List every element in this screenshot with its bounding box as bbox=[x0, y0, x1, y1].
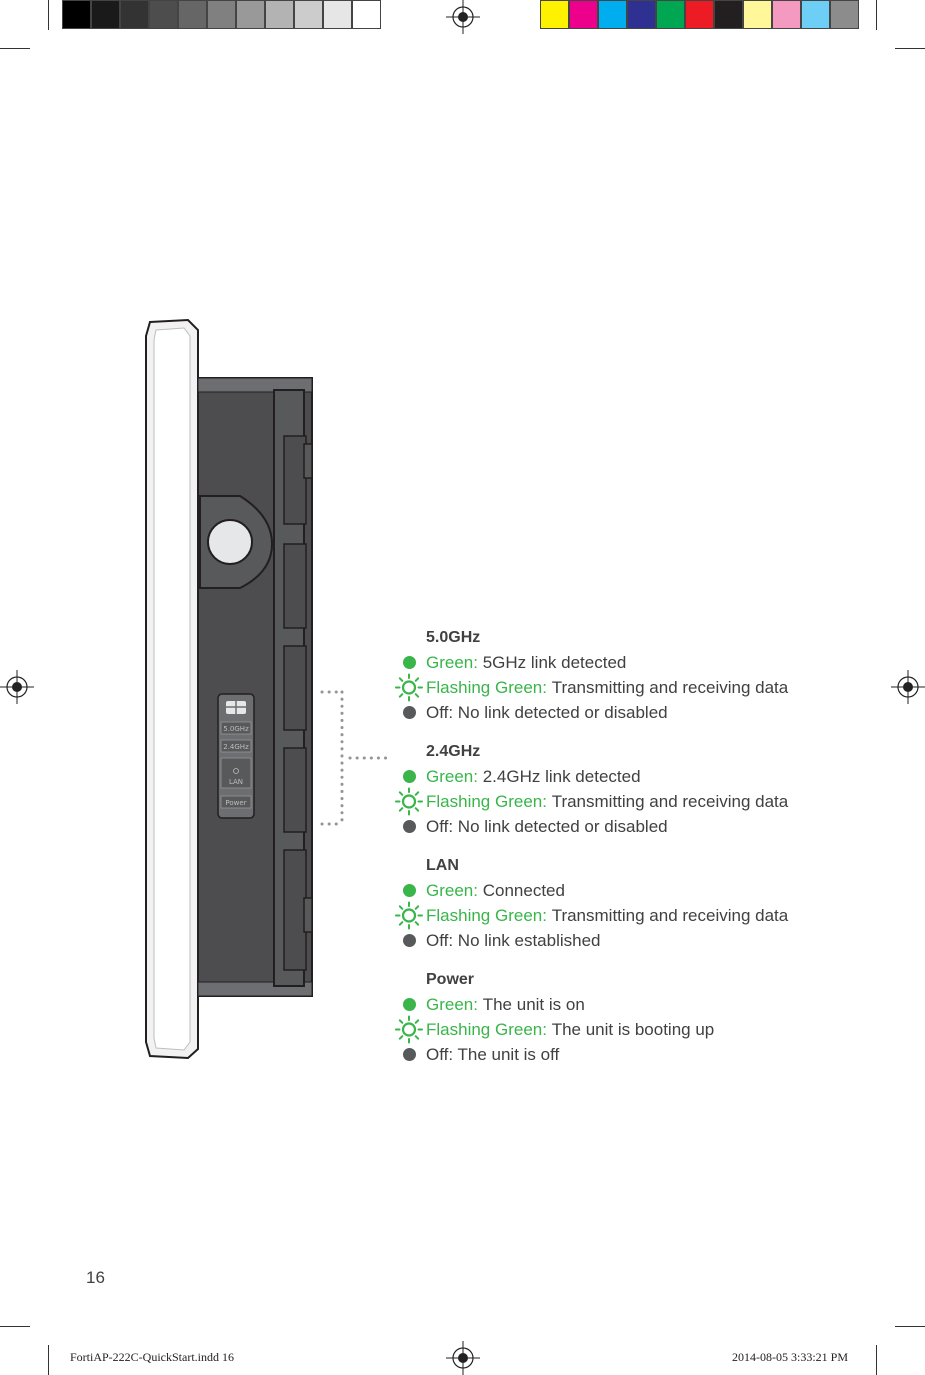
led-label-lan: LAN bbox=[229, 778, 243, 786]
legend-row-solid: Green: The unit is on bbox=[396, 992, 836, 1017]
led-label-power: Power bbox=[225, 799, 246, 807]
legend-section-title: LAN bbox=[426, 857, 459, 874]
legend-row-flash: Flashing Green: Transmitting and receivi… bbox=[395, 901, 836, 930]
flashing-led-icon bbox=[395, 1015, 426, 1044]
off-led-dot-icon bbox=[396, 814, 426, 839]
legend-section-title: Power bbox=[426, 971, 475, 988]
state-description: Off: No link detected or disabled bbox=[426, 817, 668, 836]
color-swatch bbox=[569, 0, 598, 29]
registration-mark-icon bbox=[446, 1341, 480, 1375]
green-led-dot-icon bbox=[396, 992, 426, 1017]
slug-timestamp: 2014-08-05 3:33:21 PM bbox=[732, 1350, 849, 1364]
state-description: 5GHz link detected bbox=[482, 653, 627, 672]
legend-row-off: Off: The unit is off bbox=[396, 1042, 836, 1067]
crop-mark bbox=[0, 48, 30, 49]
state-label: Flashing Green: bbox=[426, 678, 547, 697]
color-swatch bbox=[540, 0, 569, 29]
flashing-led-icon bbox=[395, 787, 426, 816]
off-led-dot-icon bbox=[396, 700, 426, 725]
process-color-bar bbox=[540, 0, 859, 31]
registration-mark-icon bbox=[891, 670, 925, 704]
state-description: Off: No link detected or disabled bbox=[426, 703, 668, 722]
legend-row-solid: Green: 2.4GHz link detected bbox=[396, 764, 836, 789]
green-led-dot-icon bbox=[396, 650, 426, 675]
green-led-dot-icon bbox=[396, 878, 426, 903]
state-description: Transmitting and receiving data bbox=[551, 792, 789, 811]
legend-row-solid: Green: Connected bbox=[396, 878, 836, 903]
legend-row-solid: Green: 5GHz link detected bbox=[396, 650, 836, 675]
state-description: Transmitting and receiving data bbox=[551, 906, 789, 925]
off-led-dot-icon bbox=[396, 1042, 426, 1067]
gray-swatch bbox=[120, 0, 149, 29]
state-label: Green: bbox=[426, 881, 478, 900]
access-point-side-view: 5.0GHz 2.4GHz LAN Power bbox=[145, 318, 313, 1060]
state-label: Green: bbox=[426, 653, 478, 672]
legend-row-off: Off: No link detected or disabled bbox=[396, 700, 836, 725]
state-label: Green: bbox=[426, 995, 478, 1014]
crop-mark bbox=[48, 1345, 49, 1375]
gray-swatch bbox=[149, 0, 178, 29]
state-description: 2.4GHz link detected bbox=[482, 767, 641, 786]
state-description: The unit is on bbox=[482, 995, 585, 1014]
gray-swatch bbox=[323, 0, 352, 29]
registration-mark-icon bbox=[446, 0, 480, 34]
gray-swatch bbox=[294, 0, 323, 29]
grayscale-color-bar bbox=[62, 0, 381, 31]
color-swatch bbox=[772, 0, 801, 29]
state-description: Off: The unit is off bbox=[426, 1045, 560, 1064]
legend-row-flash: Flashing Green: Transmitting and receivi… bbox=[395, 787, 836, 816]
state-description: Connected bbox=[482, 881, 565, 900]
state-label: Flashing Green: bbox=[426, 1020, 547, 1039]
off-led-dot-icon bbox=[396, 928, 426, 953]
gray-swatch bbox=[236, 0, 265, 29]
color-swatch bbox=[714, 0, 743, 29]
legend-row-flash: Flashing Green: The unit is booting up bbox=[395, 1015, 836, 1044]
led-label-5ghz: 5.0GHz bbox=[223, 725, 249, 733]
color-swatch bbox=[685, 0, 714, 29]
crop-mark bbox=[895, 48, 925, 49]
gray-swatch bbox=[265, 0, 294, 29]
legend-section-title: 5.0GHz bbox=[426, 629, 481, 646]
page-number: 16 bbox=[86, 1268, 105, 1287]
state-label: Flashing Green: bbox=[426, 792, 547, 811]
gray-swatch bbox=[62, 0, 91, 29]
gray-swatch bbox=[91, 0, 120, 29]
gray-swatch bbox=[178, 0, 207, 29]
color-swatch bbox=[801, 0, 830, 29]
color-swatch bbox=[830, 0, 859, 29]
legend-row-off: Off: No link established bbox=[396, 928, 836, 953]
state-description: Off: No link established bbox=[426, 931, 601, 950]
crop-mark bbox=[876, 1345, 877, 1375]
flashing-led-icon bbox=[395, 901, 426, 930]
green-led-dot-icon bbox=[396, 764, 426, 789]
legend-row-off: Off: No link detected or disabled bbox=[396, 814, 836, 839]
state-label: Flashing Green: bbox=[426, 906, 547, 925]
color-swatch bbox=[743, 0, 772, 29]
crop-mark bbox=[48, 0, 49, 30]
gray-swatch bbox=[207, 0, 236, 29]
color-swatch bbox=[656, 0, 685, 29]
flashing-led-icon bbox=[395, 673, 426, 702]
color-swatch bbox=[627, 0, 656, 29]
registration-mark-icon bbox=[0, 670, 34, 704]
state-description: Transmitting and receiving data bbox=[551, 678, 789, 697]
crop-mark bbox=[876, 0, 877, 30]
state-description: The unit is booting up bbox=[551, 1020, 715, 1039]
leader-lines bbox=[320, 690, 388, 826]
legend-section-title: 2.4GHz bbox=[426, 743, 481, 760]
slug-filename: FortiAP-222C-QuickStart.indd 16 bbox=[70, 1350, 234, 1364]
legend-row-flash: Flashing Green: Transmitting and receivi… bbox=[395, 673, 836, 702]
crop-mark bbox=[0, 1326, 30, 1327]
crop-mark bbox=[895, 1326, 925, 1327]
led-label-24ghz: 2.4GHz bbox=[223, 743, 249, 751]
gray-swatch bbox=[352, 0, 381, 29]
state-label: Green: bbox=[426, 767, 478, 786]
color-swatch bbox=[598, 0, 627, 29]
